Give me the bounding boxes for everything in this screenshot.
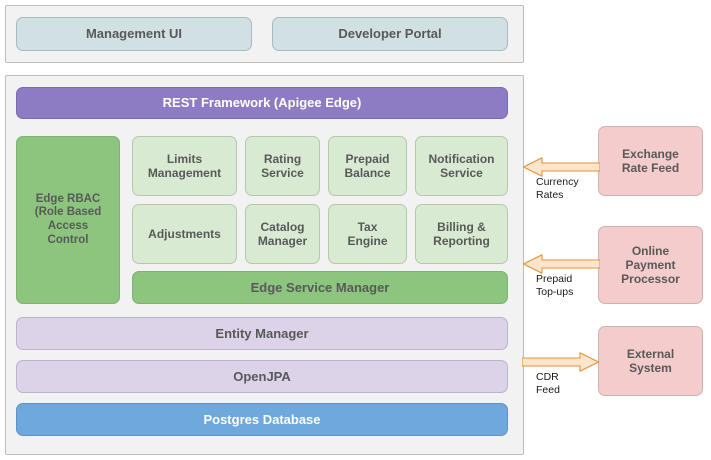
arrow-label-cdr-feed: CDR Feed <box>536 371 560 397</box>
service-box-limits-management[interactable]: Limits Management <box>132 136 237 196</box>
management-ui-box[interactable]: Management UI <box>16 17 252 51</box>
external-box-online-payment-processor[interactable]: Online Payment Processor <box>598 226 703 304</box>
edge-service-manager-box[interactable]: Edge Service Manager <box>132 271 508 304</box>
service-box-rating-service[interactable]: Rating Service <box>245 136 320 196</box>
arrow-cdr-feed <box>522 352 600 372</box>
service-box-catalog-manager[interactable]: Catalog Manager <box>245 204 320 264</box>
openjpa-box[interactable]: OpenJPA <box>16 360 508 393</box>
service-box-notification-service[interactable]: Notification Service <box>415 136 508 196</box>
service-box-adjustments[interactable]: Adjustments <box>132 204 237 264</box>
service-box-tax-engine[interactable]: Tax Engine <box>328 204 407 264</box>
entity-manager-box[interactable]: Entity Manager <box>16 317 508 350</box>
edge-rbac-box[interactable]: Edge RBAC (Role Based Access Control <box>16 136 120 304</box>
arrow-label-prepaid-topups: Prepaid Top-ups <box>536 273 574 299</box>
arrow-label-currency-rates: Currency Rates <box>536 176 579 202</box>
service-box-billing-reporting[interactable]: Billing & Reporting <box>415 204 508 264</box>
arrow-prepaid-topups <box>522 254 600 274</box>
service-box-prepaid-balance[interactable]: Prepaid Balance <box>328 136 407 196</box>
arrow-currency-rates <box>522 157 600 177</box>
rest-framework-box[interactable]: REST Framework (Apigee Edge) <box>16 87 508 119</box>
postgres-database-box[interactable]: Postgres Database <box>16 403 508 436</box>
external-box-exchange-rate-feed[interactable]: Exchange Rate Feed <box>598 126 703 196</box>
external-box-external-system[interactable]: External System <box>598 326 703 396</box>
developer-portal-box[interactable]: Developer Portal <box>272 17 508 51</box>
